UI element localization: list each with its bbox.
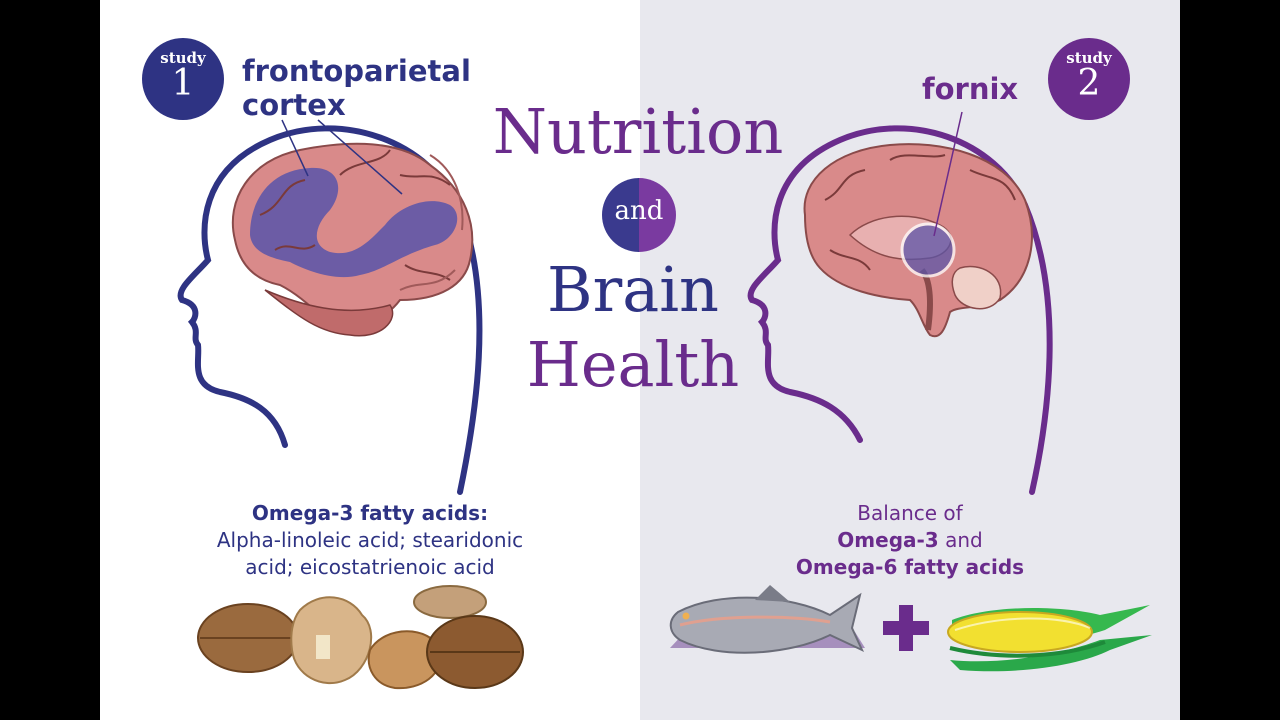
title-health: Health [526, 328, 740, 401]
infographic: study 1 study 2 frontoparietal cortex fo… [100, 0, 1180, 720]
caption-line-3: Omega-6 fatty acids [795, 555, 1025, 579]
caption-line-3: acid; eicostatrienoic acid [245, 555, 495, 579]
caption-and: and [938, 528, 983, 552]
corn-icon [947, 605, 1152, 672]
study-2-badge: study 2 [1048, 38, 1130, 120]
title-nutrition: Nutrition [492, 95, 784, 168]
label-line-2: cortex [242, 88, 346, 122]
pointer-line-1 [281, 119, 309, 177]
title-brain: Brain [547, 253, 719, 326]
caption-heading: Omega-3 fatty acids: [251, 501, 489, 525]
caption-line-2: Alpha-linoleic acid; stearidonic [216, 528, 524, 552]
fornix-label: fornix [922, 72, 1019, 106]
study-2-caption: Balance of Omega-3 and Omega-6 fatty aci… [760, 500, 1060, 581]
badge-study-label: study [1066, 49, 1112, 67]
caption-line-1: Balance of [857, 501, 963, 525]
salmon-icon [669, 585, 865, 654]
left-panel [100, 0, 640, 720]
brain-right-icon [803, 143, 1033, 338]
brain-left-icon [231, 142, 474, 337]
head-outline-right [747, 125, 1053, 495]
caption-omega3: Omega-3 [837, 528, 939, 552]
fornix-highlight [900, 222, 956, 278]
study-1-badge: study 1 [142, 38, 224, 120]
label-line-1: frontoparietal [242, 54, 471, 88]
badge-study-label: study [160, 49, 206, 67]
pointer-line-fornix [933, 111, 963, 237]
plus-sign-icon [883, 605, 929, 651]
caption-line-2: Omega-3 and [760, 527, 1060, 554]
illustration-layer [177, 111, 1152, 690]
frontoparietal-cortex-label: frontoparietal cortex [242, 54, 502, 122]
pointer-line-2 [317, 119, 403, 195]
walnuts-icon [197, 585, 524, 690]
title-and-circle: and [602, 178, 676, 252]
study-1-caption: Omega-3 fatty acids: Alpha-linoleic acid… [180, 500, 560, 581]
badge-number: 1 [171, 63, 195, 104]
badge-number: 2 [1077, 63, 1101, 104]
